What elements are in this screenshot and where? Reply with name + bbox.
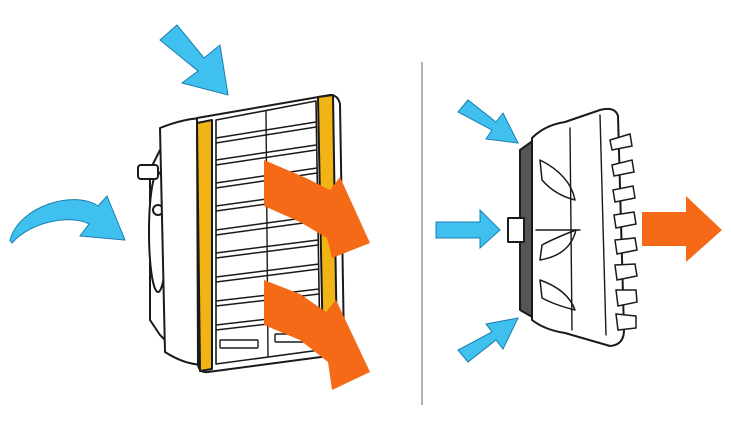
frame-accent-left (197, 120, 212, 371)
right-outflow-arrows (642, 196, 722, 262)
motor-block (508, 218, 524, 242)
louvre-tab (614, 212, 636, 228)
right-inflow-arrows (436, 100, 518, 362)
top-inflow-arrow (160, 25, 228, 95)
left-inflow-arrow (10, 196, 125, 243)
louvre-tab (616, 290, 637, 306)
vent-slot (220, 340, 258, 348)
middle-inflow-arrow (436, 210, 500, 248)
louvre-tab (615, 264, 637, 280)
louvre-tab (615, 238, 637, 254)
heater-side-view (508, 109, 624, 346)
mount-stub (138, 165, 158, 179)
bottom-inflow-arrow (458, 318, 518, 362)
outflow-arrow (642, 196, 722, 262)
louvre-tab (616, 314, 636, 330)
top-inflow-arrow (458, 100, 518, 143)
